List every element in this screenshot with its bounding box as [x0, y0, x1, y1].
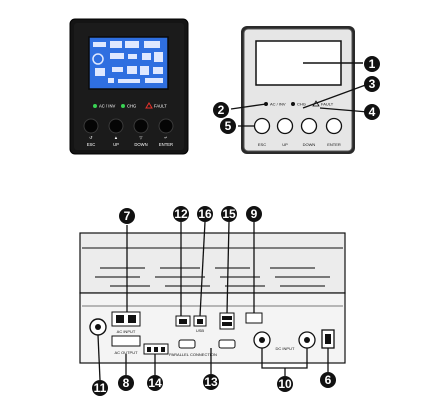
ac-output-label: AC OUTPUT [114, 350, 138, 355]
svg-text:9: 9 [251, 207, 258, 221]
parallel-port-b [218, 339, 236, 349]
svg-text:▽: ▽ [139, 135, 143, 140]
left-enter-label: ENTER [159, 142, 173, 147]
callout-7: 7 [119, 208, 135, 224]
right-down-button[interactable] [300, 117, 318, 135]
parallel-connection-label: PARALLEL CONNECTION [169, 352, 217, 357]
svg-text:3: 3 [369, 77, 376, 91]
right-led-label-chg: CHG [297, 102, 306, 107]
left-up-label: UP [113, 142, 119, 147]
callout-9: 9 [246, 206, 262, 222]
left-enter-button[interactable] [158, 118, 174, 134]
right-led-label-ac: AC / INV [270, 102, 286, 107]
callout-8: 8 [118, 375, 134, 391]
callout-4: 4 [364, 104, 380, 120]
callout-3: 3 [364, 76, 380, 92]
right-up-label: UP [282, 142, 288, 147]
rear-connector-plate [79, 292, 346, 364]
left-front-panel: AC / INV CHG FAULT ↺ ▲ ▽ ↵ ESC UP DOWN E… [69, 18, 189, 155]
left-led-label-chg: CHG [127, 104, 136, 109]
dry-contact-terminal [219, 312, 235, 330]
left-up-button[interactable] [108, 118, 124, 134]
pv-input-slot [245, 312, 263, 324]
ac-output-terminal [111, 335, 141, 347]
parallel-port-a [178, 339, 196, 349]
svg-text:12: 12 [174, 207, 188, 221]
callout-5: 5 [220, 118, 236, 134]
left-led-label-ac: AC / INV [99, 104, 115, 109]
svg-text:6: 6 [325, 373, 332, 387]
callout-lines [97, 221, 329, 381]
callout-16: 16 [197, 206, 213, 222]
svg-text:1: 1 [369, 57, 376, 71]
usb-label: USB [196, 328, 205, 333]
callout-11: 11 [92, 380, 108, 396]
left-led-label-fault: FAULT [154, 104, 167, 109]
right-enter-label: ENTER [327, 142, 341, 147]
svg-text:▲: ▲ [114, 135, 118, 140]
svg-text:7: 7 [124, 209, 131, 223]
right-led-label-fault: FAULT [321, 102, 334, 107]
fault-warning-icon [145, 102, 153, 109]
callout-1: 1 [364, 56, 380, 72]
dc-input-label: DC INPUT [276, 346, 295, 351]
svg-text:↺: ↺ [89, 135, 93, 140]
callout-15: 15 [221, 206, 237, 222]
right-front-panel: AC / INV CHG FAULT ESC UP DOWN ENTER [230, 26, 372, 154]
callout-12: 12 [173, 206, 189, 222]
chg-led-icon [121, 104, 125, 108]
svg-text:5: 5 [225, 119, 232, 133]
rear-top-housing [79, 232, 346, 294]
svg-text:2: 2 [218, 103, 225, 117]
callout-6: 6 [320, 372, 336, 388]
svg-text:10: 10 [278, 377, 292, 391]
right-up-button[interactable] [276, 117, 294, 135]
left-esc-label: ESC [87, 142, 96, 147]
rear-panel: AC INPUT AC OUTPUT USB PARALLEL CONNECTI… [79, 232, 346, 364]
right-chg-led-icon [291, 102, 295, 106]
callout-14: 14 [147, 375, 163, 391]
right-enter-button[interactable] [325, 117, 343, 135]
left-down-label: DOWN [134, 142, 147, 147]
callout-10: 10 [277, 376, 293, 392]
vent-lines [95, 267, 330, 287]
callout-13: 13 [203, 374, 219, 390]
svg-text:8: 8 [123, 376, 130, 390]
right-esc-button[interactable] [253, 117, 271, 135]
svg-text:15: 15 [222, 207, 236, 221]
left-button-row: ↺ ▲ ▽ ↵ ESC UP DOWN ENTER [83, 118, 174, 147]
callout-badges: 1 2 3 4 5 6 7 8 9 10 11 12 13 14 15 16 [92, 56, 380, 396]
svg-text:4: 4 [369, 105, 376, 119]
svg-text:↵: ↵ [164, 135, 168, 140]
callout-2: 2 [213, 102, 229, 118]
svg-text:14: 14 [148, 376, 162, 390]
left-led-row: AC / INV CHG FAULT [93, 102, 167, 109]
svg-text:11: 11 [94, 381, 107, 395]
svg-text:16: 16 [198, 207, 212, 221]
svg-text:13: 13 [204, 375, 218, 389]
left-down-button[interactable] [133, 118, 149, 134]
right-down-label: DOWN [303, 142, 316, 147]
right-esc-label: ESC [258, 142, 266, 147]
left-esc-button[interactable] [83, 118, 99, 134]
ac-inv-led-icon [93, 104, 97, 108]
lcd-segments [92, 41, 163, 83]
ac-input-label: AC INPUT [117, 329, 136, 334]
